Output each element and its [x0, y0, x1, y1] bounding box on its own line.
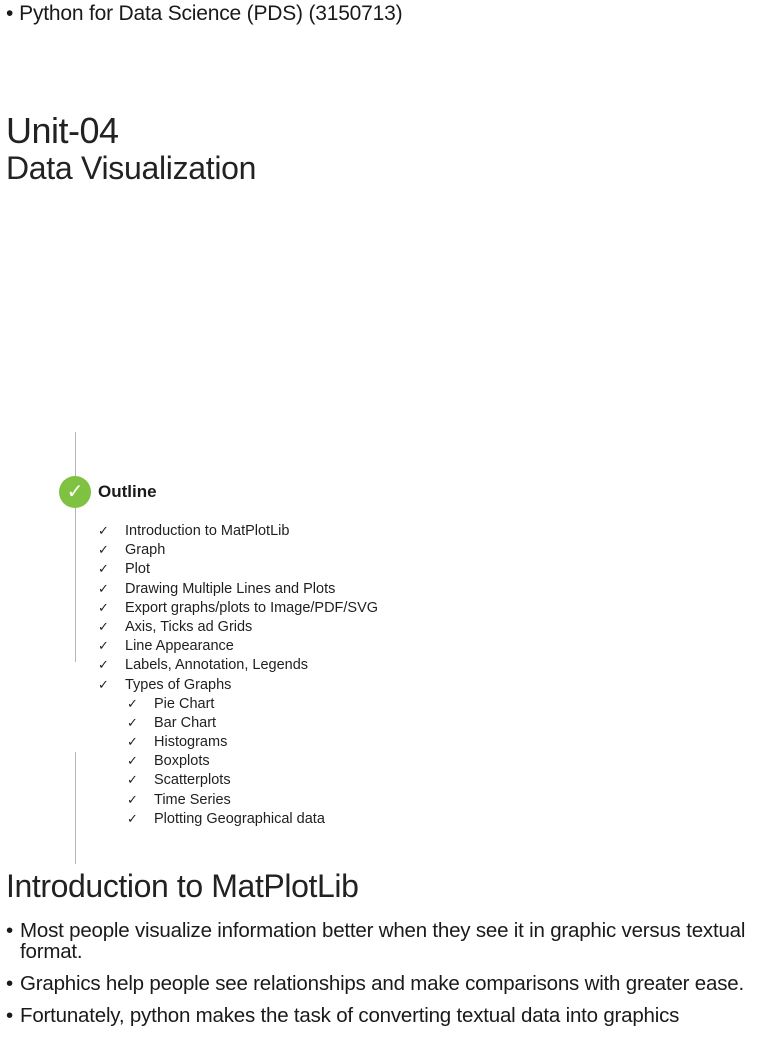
outline-sub-item: ✓ Time Series	[98, 790, 378, 809]
outline-item-label: Export graphs/plots to Image/PDF/SVG	[125, 599, 379, 616]
section-point: • Most people visualize information bette…	[6, 920, 756, 962]
bullet: •	[6, 919, 13, 942]
check-icon: ✓	[98, 599, 109, 615]
check-icon: ✓	[127, 753, 138, 769]
outline-sub-item-label: Plotting Geographical data	[154, 810, 325, 827]
outline-item: ✓ Introduction to MatPlotLib	[98, 521, 378, 540]
course-name: Python for Data Science (PDS) (3150713)	[19, 2, 403, 25]
bullet: •	[6, 1004, 13, 1027]
check-circle-icon: ✓	[59, 476, 91, 508]
check-icon: ✓	[98, 618, 109, 634]
outline-item-label: Labels, Annotation, Legends	[125, 657, 309, 674]
outline-sub-item-label: Boxplots	[154, 753, 210, 770]
outline-divider-bottom	[75, 752, 76, 864]
check-icon: ✓	[98, 523, 109, 538]
outline-item: ✓ Line Appearance	[98, 636, 378, 655]
outline-item-label: Introduction to MatPlotLib	[125, 523, 290, 539]
outline-item: ✓ Plot	[98, 559, 378, 578]
outline-label: Outline	[98, 482, 157, 501]
outline-item-label: Graph	[125, 542, 166, 559]
outline-item-label: Axis, Ticks ad Grids	[125, 618, 253, 635]
check-icon: ✓	[98, 676, 109, 692]
outline-sub-item: ✓ Boxplots	[98, 751, 378, 770]
check-icon: ✓	[98, 542, 109, 558]
outline-item-label: Line Appearance	[125, 638, 234, 655]
check-icon: ✓	[98, 580, 109, 596]
course-title: •Python for Data Science (PDS) (3150713)	[6, 2, 403, 26]
outline-sub-item: ✓ Bar Chart	[98, 713, 378, 732]
outline-sub-item: ✓ Plotting Geographical data	[98, 809, 378, 828]
check-icon: ✓	[98, 657, 109, 673]
section-point: • Fortunately, python makes the task of c…	[6, 1005, 756, 1026]
section-point-text: Fortunately, python makes the task of co…	[20, 1004, 680, 1027]
unit-title: Data Visualization	[6, 150, 257, 186]
check-icon: ✓	[127, 810, 138, 826]
bullet: •	[6, 972, 13, 995]
outline-item-label: Drawing Multiple Lines and Plots	[125, 580, 336, 597]
check-icon: ✓	[127, 714, 138, 730]
outline-sub-item-label: Histograms	[154, 734, 228, 751]
outline-sub-item-label: Time Series	[154, 791, 231, 808]
section-point: • Graphics help people see relationships …	[6, 973, 756, 994]
outline-sub-item: ✓ Scatterplots	[98, 770, 378, 789]
outline-item: ✓ Labels, Annotation, Legends	[98, 655, 378, 674]
outline-sub-item-label: Bar Chart	[154, 714, 217, 731]
outline-sub-item: ✓ Pie Chart	[98, 694, 378, 713]
check-icon: ✓	[127, 695, 138, 711]
section-point-text: Most people visualize information better…	[20, 919, 746, 963]
check-icon: ✓	[127, 772, 138, 788]
outline-sub-item-label: Scatterplots	[154, 772, 231, 789]
outline-list: ✓ Introduction to MatPlotLib ✓ Graph ✓ Plot…	[98, 521, 378, 828]
check-icon: ✓	[127, 791, 138, 807]
outline-item: ✓ Export graphs/plots to Image/PDF/SVG	[98, 598, 378, 617]
section-point-text: Graphics help people see relationships a…	[20, 972, 744, 995]
outline-sub-item: ✓ Histograms	[98, 732, 378, 751]
check-icon: ✓	[98, 638, 109, 654]
section-heading: Introduction to MatPlotLib	[6, 868, 359, 904]
outline-item: ✓ Drawing Multiple Lines and Plots	[98, 579, 378, 598]
bullet: •	[6, 2, 14, 25]
outline-item-label: Types of Graphs	[125, 676, 232, 693]
check-icon: ✓	[98, 561, 109, 577]
check-icon: ✓	[127, 734, 138, 750]
outline-divider-top	[75, 432, 76, 662]
outline-item: ✓ Axis, Ticks ad Grids	[98, 617, 378, 636]
outline-sub-item-label: Pie Chart	[154, 695, 215, 712]
outline-item-label: Plot	[125, 561, 150, 578]
outline-item: ✓ Types of Graphs	[98, 675, 378, 694]
section-points: • Most people visualize information bette…	[6, 920, 756, 1037]
unit-number: Unit-04	[6, 110, 119, 151]
outline-item: ✓ Graph	[98, 540, 378, 559]
